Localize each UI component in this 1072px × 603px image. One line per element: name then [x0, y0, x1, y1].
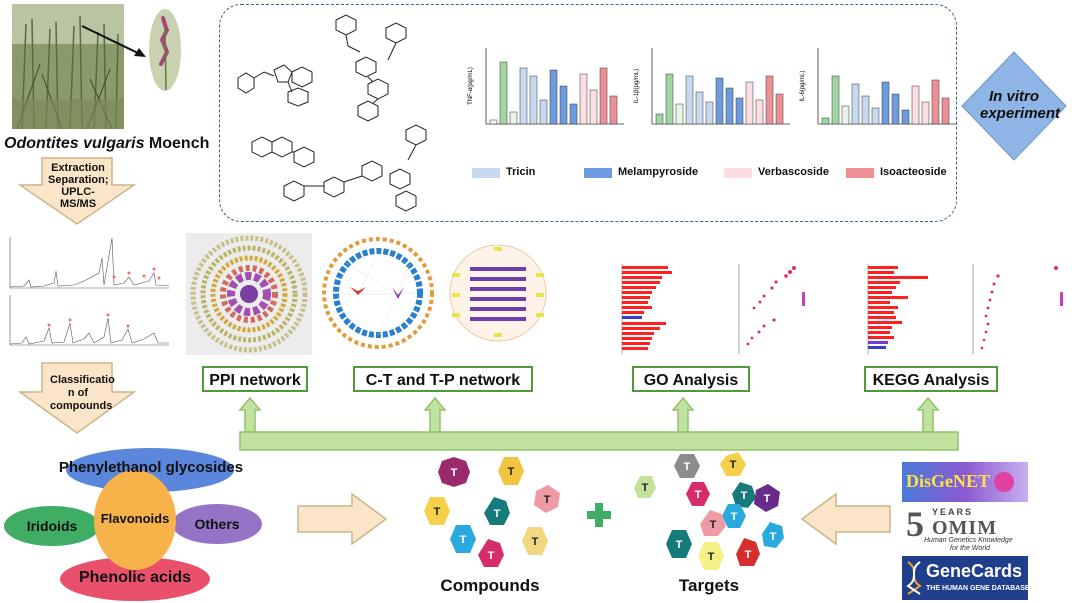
target-token-12: T	[770, 531, 777, 543]
classification-arrow	[17, 362, 137, 434]
green-arrow-bar	[236, 396, 962, 454]
plus-icon	[586, 502, 612, 528]
legend-swatch-isoacteoside	[846, 168, 874, 178]
in-vitro-diamond	[960, 50, 1068, 162]
left-arrow-databases	[800, 492, 892, 546]
chart-il6-ylabel: IL-6(pg/mL)	[800, 70, 806, 101]
ct-network-image	[316, 233, 440, 355]
legend-label-verbascoside: Verbascoside	[758, 166, 829, 178]
chart-il1b: IL-1β(pg/mL)	[632, 40, 792, 160]
target-token-3: T	[642, 482, 649, 494]
right-arrow-compounds	[296, 492, 388, 546]
chart-tnf: TNF-α(pg/mL)	[466, 40, 626, 160]
target-token-11: T	[745, 549, 752, 561]
target-token-5: T	[741, 490, 748, 502]
disgenet-logo: DisGeNET	[902, 462, 1028, 502]
in-vitro-label: In vitro experiment	[980, 88, 1060, 122]
pointer-arrow	[80, 22, 150, 62]
plant-photo	[12, 4, 124, 129]
omim-tagline-1: Human Genetics Knowledge	[924, 537, 1013, 544]
go-analysis-image	[564, 262, 812, 357]
dna-icon	[905, 560, 923, 596]
ct-tp-network-label: C-T and T-P network	[353, 366, 533, 392]
compound-token-2: T	[508, 466, 515, 478]
tp-network-image	[444, 233, 552, 355]
chart-il6: IL-6(pg/mL)	[798, 40, 958, 160]
extraction-label: Extraction Separation; UPLC-MS/MS	[48, 162, 109, 210]
omim-years: YEARS	[932, 507, 974, 517]
target-token-2: T	[730, 459, 737, 471]
compound-token-1: T	[451, 467, 458, 479]
compound-token-6: T	[460, 534, 467, 546]
phenolic-label: Phenolic acids	[78, 569, 192, 586]
target-token-10: T	[708, 551, 715, 563]
flavonoids-circle	[94, 470, 176, 570]
compound-token-7: T	[532, 536, 539, 548]
in-vitro-text: In vitro experiment	[980, 88, 1061, 122]
target-token-4: T	[695, 489, 702, 501]
flower-closeup	[148, 8, 182, 92]
species-rest: Moench	[144, 135, 210, 152]
disgenet-text: DisGeNET	[906, 471, 991, 491]
omim-name: OMIM	[932, 517, 998, 539]
chart-tnf-ylabel: TNF-α(pg/mL)	[468, 67, 474, 105]
others-ellipse	[172, 504, 262, 544]
target-token-1: T	[684, 461, 691, 473]
kegg-analysis-image	[818, 262, 1068, 357]
omim-tagline-2: for the World	[950, 545, 991, 552]
target-token-7: T	[731, 511, 738, 523]
compounds-label: Compounds	[440, 576, 540, 595]
targets-label: Targets	[678, 576, 740, 595]
species-italic: Odontites vulgaris	[4, 135, 145, 152]
genecards-text: GeneCards	[926, 561, 1023, 581]
ppi-network-label: PPI network	[202, 366, 308, 392]
legend-label-melampyroside: Melampyroside	[618, 166, 699, 178]
ppi-network-image	[186, 233, 312, 355]
target-token-6: T	[764, 493, 771, 505]
in-vitro-box	[219, 4, 957, 222]
compound-token-8: T	[488, 550, 495, 562]
genecards-tagline: THE HUMAN GENE DATABASE	[926, 585, 1030, 592]
legend-label-isoacteoside: Isoacteoside	[880, 166, 947, 178]
target-token-8: T	[710, 519, 717, 531]
omim-five: 5	[906, 504, 924, 544]
legend-label-tricin: Tricin	[506, 166, 536, 178]
extraction-arrow	[17, 157, 137, 225]
iridoids-label: Iridoids	[26, 518, 78, 534]
classification-label: Classificatio n of compounds	[50, 374, 115, 412]
compound-token-3: T	[544, 494, 551, 506]
disgenet-ball-icon	[994, 472, 1014, 492]
go-analysis-label: GO Analysis	[632, 366, 750, 392]
species-name: Odontites vulgaris Moench	[4, 135, 209, 153]
legend-swatch-verbascoside	[724, 168, 752, 178]
others-label: Others	[194, 516, 240, 532]
omim-logo: 5 YEARS OMIM Human Genetics Knowledge fo…	[902, 504, 1028, 553]
legend-swatch-tricin	[472, 168, 500, 178]
kegg-analysis-label: KEGG Analysis	[864, 366, 998, 392]
target-token-9: T	[676, 539, 683, 551]
flavonoids-label: Flavonoids	[100, 511, 170, 526]
compound-token-4: T	[434, 506, 441, 518]
chart-legend: Tricin Melampyroside Verbascoside Isoact…	[472, 166, 952, 182]
target-pool: T T T T T T T T T T T T	[626, 452, 786, 574]
phenylethanol-label: Phenylethanol glycosides	[58, 459, 244, 476]
compound-pool: T T T T T T T T	[410, 455, 570, 573]
chemical-structures	[228, 10, 460, 218]
iridoids-ellipse	[4, 506, 100, 546]
chromatogram-panel	[4, 233, 174, 353]
compound-token-5: T	[494, 508, 501, 520]
chart-il1b-ylabel: IL-1β(pg/mL)	[634, 69, 640, 103]
legend-swatch-melampyroside	[584, 168, 612, 178]
genecards-logo: GeneCards THE HUMAN GENE DATABASE	[902, 556, 1030, 600]
